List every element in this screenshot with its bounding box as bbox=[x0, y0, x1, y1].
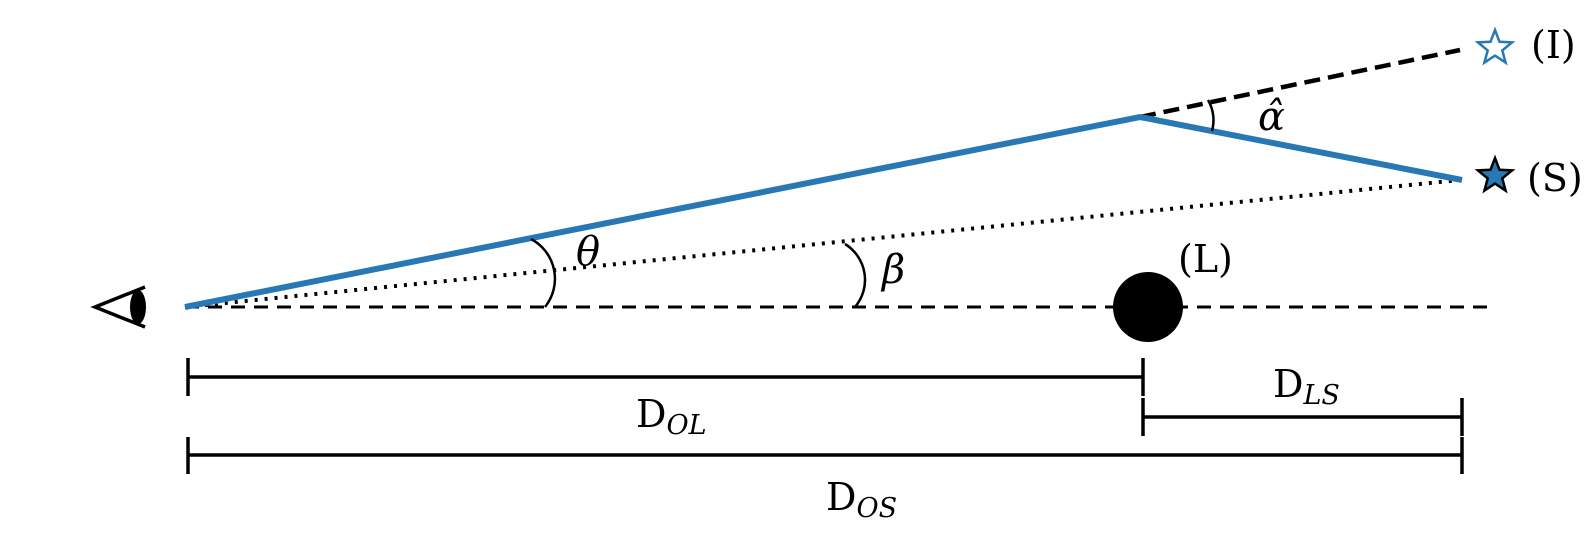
beta-label: β bbox=[880, 247, 905, 293]
eye-icon bbox=[90, 285, 146, 329]
distance-bar-os bbox=[186, 437, 1464, 474]
lens-mass bbox=[1113, 272, 1183, 342]
d-ls-label: DLS bbox=[1273, 362, 1340, 411]
d-os-label: DOS bbox=[826, 475, 897, 524]
lens-label: (L) bbox=[1178, 237, 1233, 281]
beta-arc bbox=[844, 242, 867, 308]
source-line-of-sight bbox=[184, 178, 1461, 309]
light-path bbox=[184, 113, 1463, 310]
alpha-arc bbox=[1206, 99, 1215, 132]
source-label: (S) bbox=[1527, 156, 1583, 200]
alpha-hat-label: α̂ bbox=[1258, 94, 1285, 140]
filled-star-icon bbox=[1474, 154, 1516, 194]
outline-star-icon bbox=[1474, 26, 1516, 66]
theta-arc bbox=[530, 237, 557, 308]
theta-label: θ bbox=[576, 229, 600, 275]
image-label: (I) bbox=[1531, 23, 1576, 67]
image-direction-line bbox=[1139, 47, 1461, 120]
d-ol-label: DOL bbox=[636, 392, 707, 441]
distance-bar-ol bbox=[186, 358, 1145, 396]
distance-bar-ls bbox=[1141, 398, 1464, 436]
